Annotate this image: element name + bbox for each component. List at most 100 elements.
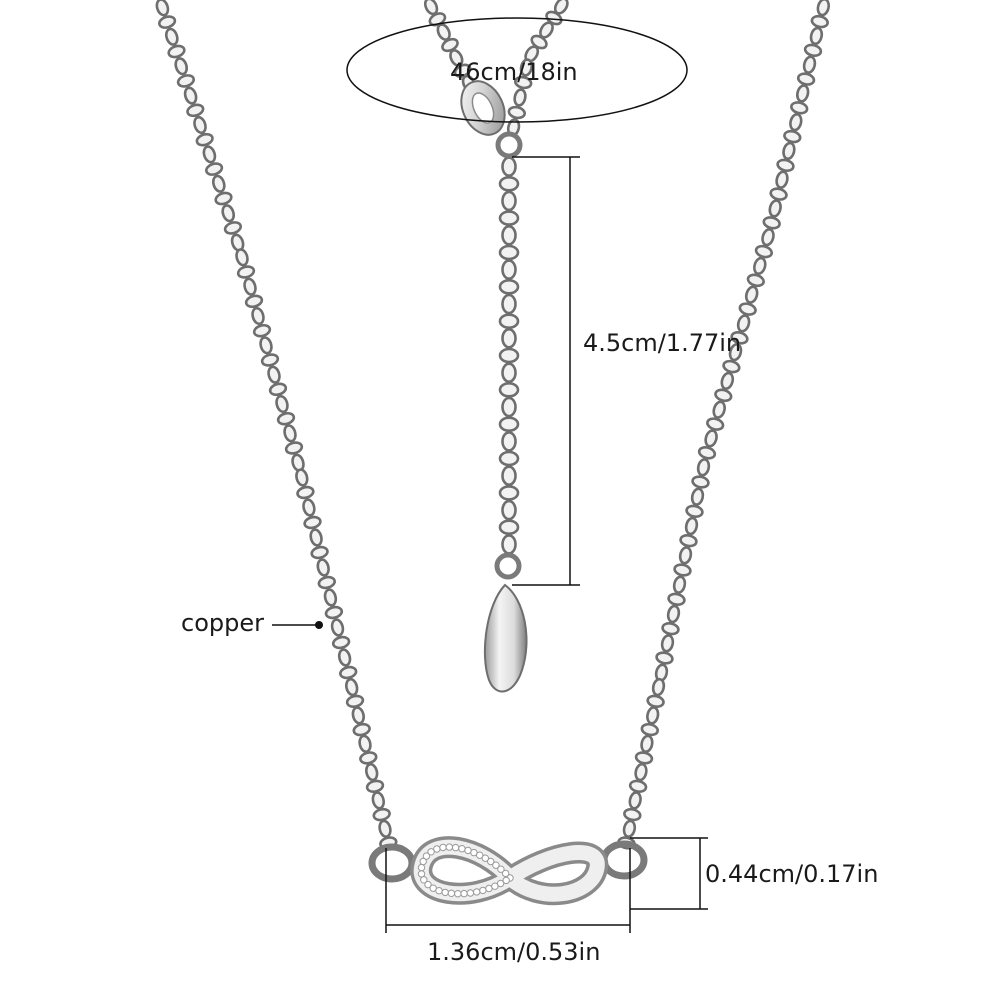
chain-link	[358, 734, 372, 753]
extender-dimension-line	[512, 156, 580, 586]
chain-link	[704, 429, 718, 448]
chain-link	[214, 191, 233, 206]
chain-link	[193, 115, 207, 135]
chain-link	[498, 416, 520, 433]
chain-link	[628, 779, 648, 793]
chain-link	[351, 706, 365, 725]
chain-link	[501, 156, 517, 177]
chain-link	[746, 273, 765, 288]
chain-link	[634, 751, 654, 765]
crystal-stone	[481, 854, 489, 862]
chain-link	[789, 113, 803, 132]
material-leader-line	[272, 621, 323, 629]
crystal-stone	[464, 846, 472, 855]
pendant-width-label: 1.36cm/0.53in	[427, 938, 601, 966]
chain-link	[498, 347, 520, 364]
chain-link	[176, 74, 195, 88]
chain-link	[672, 575, 687, 594]
chain-link	[796, 72, 816, 86]
chain-link	[768, 199, 782, 218]
crystal-stone	[435, 887, 443, 895]
crystal-stone	[445, 843, 453, 851]
chain-link	[501, 465, 517, 487]
chain-link	[498, 519, 520, 536]
length-callout-ellipse	[346, 17, 688, 123]
chain-link	[501, 190, 517, 212]
crystal-stones	[417, 843, 514, 898]
chain-link	[706, 417, 725, 431]
extender-tag	[483, 552, 528, 693]
chain-link	[317, 575, 336, 590]
chain-link	[251, 306, 265, 326]
pendant-width-dimension-line	[385, 848, 631, 933]
chain-link	[275, 394, 289, 414]
chain-link	[640, 734, 654, 754]
chain-link	[514, 75, 533, 90]
chain-link	[378, 819, 392, 838]
chain-link	[205, 162, 224, 176]
chain-link	[776, 158, 795, 172]
chain-link	[655, 651, 674, 665]
infinity-pendant	[368, 836, 648, 906]
chain-link	[775, 170, 789, 189]
chain-link	[714, 388, 733, 403]
crystal-stone	[424, 880, 432, 889]
crystal-stone	[496, 879, 505, 888]
chain-link	[640, 722, 660, 737]
chain-link	[736, 314, 751, 333]
chain-link	[623, 807, 642, 822]
chain-link	[762, 216, 781, 230]
chain-link	[498, 244, 520, 261]
chain-link	[296, 485, 315, 500]
chain-link	[646, 706, 660, 725]
chain-link	[498, 485, 520, 501]
chain-link	[155, 0, 170, 17]
chain-link	[519, 58, 534, 77]
chain-link	[371, 791, 385, 810]
chain-link	[186, 103, 205, 118]
chain-link	[501, 327, 517, 349]
chain-link	[501, 534, 517, 555]
chain-link	[782, 141, 796, 161]
chain-link	[365, 762, 379, 782]
chain-link	[667, 592, 686, 606]
chain-link	[679, 534, 698, 548]
chain-link	[660, 634, 675, 653]
crystal-stone	[501, 869, 510, 878]
chain-link	[183, 86, 198, 105]
pendant-height-label: 0.44cm/0.17in	[705, 860, 879, 888]
chain-link	[769, 187, 788, 201]
chain-link	[712, 400, 726, 419]
chain-link	[244, 294, 264, 309]
chain-link	[324, 605, 344, 620]
chain-link	[195, 132, 214, 147]
chain-link	[501, 499, 517, 521]
chain-link	[365, 779, 385, 793]
chain-link	[252, 323, 272, 338]
chain-link	[744, 285, 759, 304]
chain-link	[498, 278, 520, 295]
chain-link	[498, 313, 520, 330]
chain-link	[498, 381, 520, 398]
chain-link	[174, 57, 189, 76]
chain-link	[684, 516, 699, 536]
chain-link	[646, 694, 665, 708]
chain-link	[236, 265, 256, 279]
chain-link	[501, 431, 517, 452]
crystal-stone	[492, 861, 500, 869]
chain-link	[790, 101, 809, 115]
chain-link	[359, 751, 378, 765]
chain-link	[696, 458, 711, 477]
chain-link	[167, 44, 186, 59]
crystal-stone	[451, 843, 460, 852]
chain	[155, 0, 830, 850]
chain-link	[513, 88, 527, 107]
chain-link	[268, 382, 288, 397]
chain-link	[690, 487, 705, 506]
chain-link	[323, 588, 338, 607]
chain-link	[783, 129, 802, 144]
chain-link	[260, 353, 280, 367]
chain-link	[754, 244, 774, 259]
crystal-stone	[497, 865, 505, 873]
